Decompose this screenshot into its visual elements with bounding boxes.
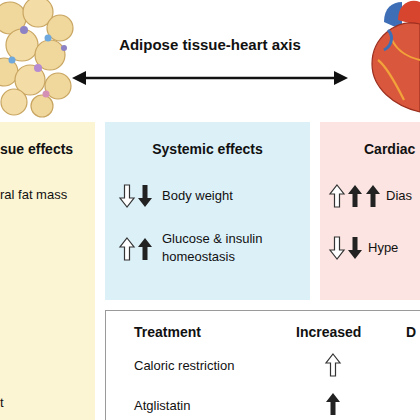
fat-cell [1, 89, 27, 115]
filled-up-arrow [348, 185, 362, 207]
immune-cell [9, 57, 16, 64]
item-text: D [406, 323, 416, 341]
item-text: Glucose & insulin homeostasis [162, 230, 292, 266]
treatment-table-box: Treatment Increased D Caloric restrictionAt… [105, 310, 420, 420]
filled-down-arrow [138, 185, 152, 207]
axis-line [80, 77, 340, 80]
item-text: Increased [296, 323, 361, 341]
immune-cell [43, 91, 50, 98]
adipose-tissue-illustration [0, 0, 73, 117]
vein [384, 30, 391, 50]
fat-cell [31, 95, 53, 117]
hypertrophy-arrows [330, 237, 362, 259]
immune-cell [34, 64, 42, 72]
filled-up-arrow [366, 185, 380, 207]
glucose-arrows [120, 238, 152, 260]
heart-body [372, 23, 420, 112]
panel-tissue-effects: sue effects ral fat mass t [0, 122, 95, 420]
immune-cell [45, 35, 52, 42]
arrow-head [334, 71, 348, 85]
hollow-down-arrow [330, 237, 344, 259]
diastolic-arrows [330, 185, 380, 207]
item-text: Caloric restriction [134, 357, 234, 375]
immune-cell [20, 26, 28, 34]
item-text: Atglistatin [134, 397, 190, 415]
panel-heading: Systemic effects [105, 140, 310, 158]
coronary-vessel [392, 40, 420, 60]
hollow-down-arrow [120, 185, 134, 207]
item-text: Body weight [162, 187, 233, 205]
coronary-vessel [378, 60, 404, 100]
panel-heading: Cardiac [364, 140, 415, 158]
panel-heading: Treatment [134, 323, 201, 341]
aorta [398, 1, 420, 26]
panel-systemic-effects: Systemic effectsBody weightGlucose & ins… [105, 122, 310, 300]
diagram-title: Adipose tissue-heart axis [0, 36, 420, 54]
hollow-up-arrow [330, 185, 344, 207]
axis-double-arrow [72, 71, 348, 85]
panel-cardiac-effects: CardiacDiasHype [320, 122, 420, 300]
hollow-up-arrow [326, 354, 340, 376]
item-text: ral fat mass [0, 186, 67, 204]
item-text: t [0, 394, 4, 412]
treatment-arrows [326, 354, 340, 415]
body-weight-arrows [120, 185, 152, 207]
filled-up-arrow [138, 238, 152, 260]
item-text: Dias [386, 187, 412, 205]
heart-illustration [372, 1, 420, 112]
fat-cell [6, 29, 38, 61]
filled-down-arrow [348, 237, 362, 259]
immune-cell [61, 45, 67, 51]
arrow-head [72, 71, 86, 85]
panel-heading: sue effects [0, 140, 73, 158]
hollow-up-arrow [120, 238, 134, 260]
filled-up-arrow [326, 393, 340, 415]
item-text: Hype [368, 239, 398, 257]
